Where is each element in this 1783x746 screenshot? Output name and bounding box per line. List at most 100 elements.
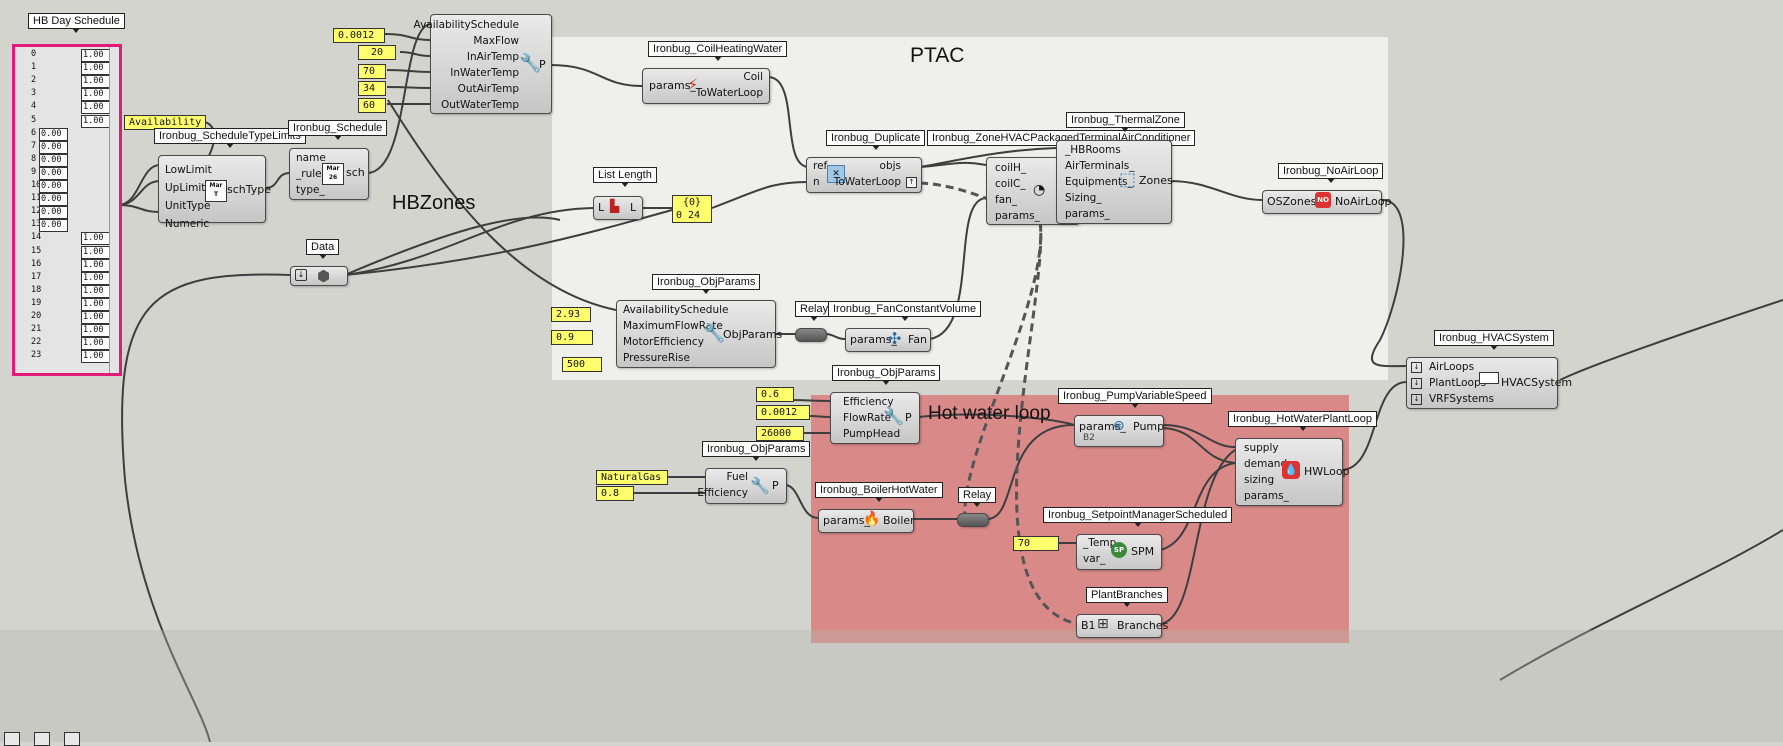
coil-param-input-2[interactable]: InAirTemp [466,51,519,63]
spm-temp-panel[interactable]: 70 [1013,536,1059,551]
pump-param-input-1[interactable]: FlowRate [843,412,892,424]
schedule-value[interactable]: 1.00 [81,324,110,338]
fan-param-input-3[interactable]: PressureRise [623,352,690,364]
schedule-value[interactable]: 1.00 [81,258,110,272]
pump-output[interactable]: Pump [1133,420,1165,433]
branches-output[interactable]: Branches [1117,619,1169,632]
pump-obj-params-output[interactable]: P [905,411,912,424]
duplicate-input-0[interactable]: ref [813,160,828,172]
outwater-temp-panel[interactable]: 60 [358,98,386,113]
outair-temp-panel[interactable]: 34 [358,81,386,96]
schedule-output[interactable]: sch [346,166,365,179]
schedule-value[interactable]: 0.00 [39,206,68,220]
list-length-component[interactable]: L ▙ L [593,196,643,220]
thermal-zone-input-4[interactable]: params_ [1065,208,1110,220]
schedule-value[interactable]: 1.00 [81,284,110,298]
schedule-input-1[interactable]: _rules [296,168,328,180]
fan-param-input-2[interactable]: MotorEfficiency [623,336,704,348]
ptac-input-0[interactable]: coilH_ [995,162,1027,174]
schedule-value[interactable]: 1.00 [81,114,110,128]
pressure-rise-panel[interactable]: 500 [562,357,602,372]
hwloop-input-1[interactable]: demand [1244,458,1288,470]
inair-temp-panel[interactable]: 20 [358,45,396,60]
boiler-param-input-0[interactable]: Fuel [726,471,749,483]
hvac-input-2[interactable]: VRFSystems [1429,393,1494,405]
pump-variable-speed-component[interactable]: params_ B2 ⊛ Pump [1074,415,1164,447]
hvac-input-0[interactable]: AirLoops [1429,361,1475,373]
schedule-value[interactable]: 1.00 [81,271,110,285]
ptac-input-1[interactable]: coilC_ [995,178,1026,190]
schedule-value[interactable]: 1.00 [81,62,110,76]
coil-params-output[interactable]: P [539,58,546,71]
coil-output-1[interactable]: ToWaterLoop [695,87,763,99]
pump-head-panel[interactable]: 26000 [756,426,804,441]
list-length-output[interactable]: L [630,201,637,214]
schedule-value[interactable]: 0.00 [39,166,68,180]
pump-param-input-2[interactable]: PumpHead [843,428,901,440]
fan-param-input-1[interactable]: MaximumFlowRate [623,320,723,332]
boiler-params-input[interactable]: params_ [823,514,870,527]
thermal-zone-input-1[interactable]: AirTerminals_ [1065,160,1135,172]
hwloop-input-0[interactable]: supply [1244,442,1279,454]
schedule-value[interactable]: 1.00 [81,245,110,259]
motor-efficiency-panel[interactable]: 0.9 [551,330,593,345]
schedule-value[interactable]: 1.00 [81,88,110,102]
pump-flowrate-panel[interactable]: 0.0012 [756,405,810,420]
schedule-value[interactable]: 0.00 [39,140,68,154]
hwloop-input-2[interactable]: sizing [1244,474,1275,486]
zones-output[interactable]: Zones [1139,174,1173,187]
schedule-value[interactable]: 0.00 [39,180,68,193]
hvac-system-output[interactable]: HVACSystem [1501,376,1573,389]
relay-2-component[interactable] [957,513,989,527]
duplicate-input-1[interactable]: n [813,176,820,188]
spm-output[interactable]: SPM [1131,545,1155,558]
schedule-value[interactable]: 1.00 [81,311,110,324]
coil-param-input-4[interactable]: OutAirTemp [457,83,519,95]
fuel-panel[interactable]: NaturalGas [596,470,668,485]
toolbar-button-2[interactable] [34,732,50,746]
coil-param-input-0[interactable]: AvailabilitySchedule [413,19,519,31]
spm-input-0[interactable]: _Temp [1083,537,1117,549]
coil-param-input-1[interactable]: MaxFlow [473,35,519,47]
schedule-input-0[interactable]: name_ [296,152,332,164]
pump-param-input-0[interactable]: Efficiency [843,396,894,408]
stl-input-0[interactable]: LowLimit [165,164,212,176]
duplicate-output-0[interactable]: objs [879,160,901,172]
relay-component[interactable] [795,328,827,342]
toolbar-button-3[interactable] [64,732,80,746]
list-length-output-panel[interactable]: {0} 0 24 [672,195,712,223]
no-air-loop-output[interactable]: NoAirLoop [1335,195,1392,208]
schedule-type-output[interactable]: schType [227,183,272,196]
schedule-value[interactable]: 1.00 [81,49,110,62]
schedule-value[interactable]: 1.00 [81,297,110,311]
schedule-value[interactable]: 0.00 [39,193,68,207]
ptac-input-2[interactable]: fan_ [995,194,1018,206]
